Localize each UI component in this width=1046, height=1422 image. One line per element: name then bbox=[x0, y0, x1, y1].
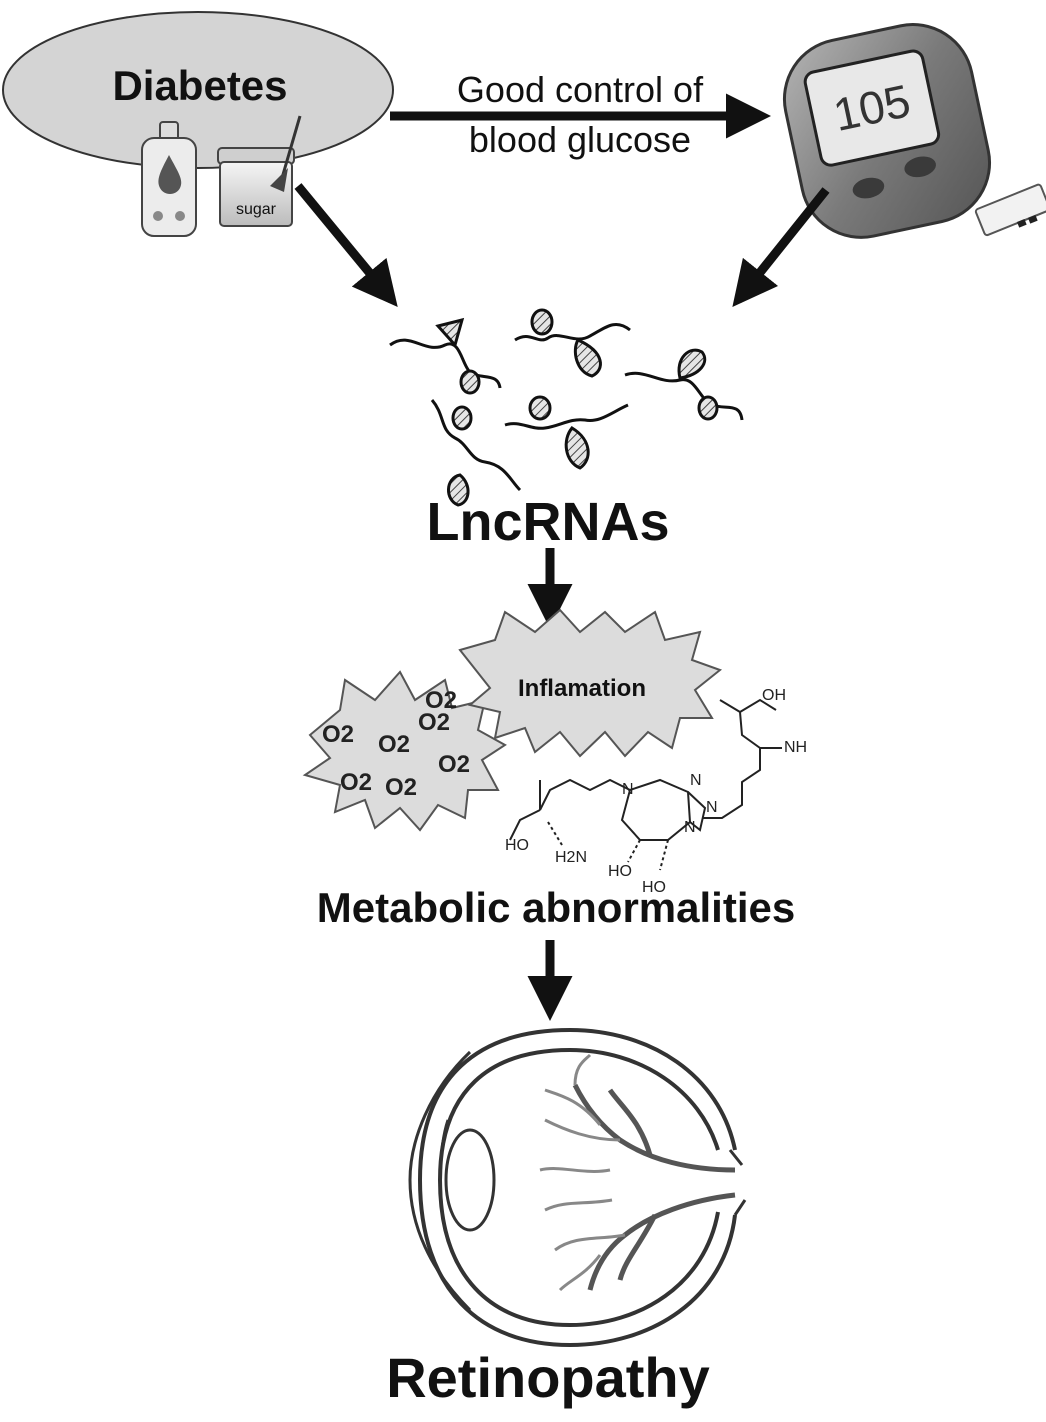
sugar-jar-icon: sugar bbox=[217, 115, 302, 227]
lncrna-molecules-icon bbox=[389, 308, 744, 507]
chem-label-ho1: HO bbox=[505, 837, 529, 854]
chem-label-h2n: H2N bbox=[555, 849, 587, 866]
chem-label-ho3: HO bbox=[642, 879, 666, 896]
chem-label-nh: NH bbox=[784, 739, 807, 756]
superoxide-label-4: O2 bbox=[438, 751, 470, 778]
test-strip bbox=[974, 183, 1046, 237]
superoxide-label-5: O2 bbox=[340, 769, 372, 796]
superoxide-label-7: O2 bbox=[425, 687, 457, 714]
small-glucometer-icon bbox=[141, 121, 197, 237]
inflammation-label: Inflamation bbox=[518, 675, 646, 702]
chem-label-oh: OH bbox=[762, 687, 786, 704]
chemical-structure-icon bbox=[509, 698, 782, 871]
diabetes-label: Diabetes bbox=[112, 62, 287, 109]
chem-label-n2: N bbox=[706, 799, 718, 816]
inflammation-burst: Inflamation bbox=[458, 608, 723, 758]
chem-label-n4: N bbox=[622, 781, 634, 798]
control-label-line2: blood glucose bbox=[469, 119, 691, 160]
superoxide-label-3: O2 bbox=[418, 709, 450, 736]
superoxide-label-2: O2 bbox=[378, 731, 410, 758]
oxidative-stress-burst: O2 O2 O2 O2 O2 O2 O2 bbox=[302, 670, 507, 832]
diabetes-node: Diabetes bbox=[2, 11, 394, 169]
chem-label-ho2: HO bbox=[608, 863, 632, 880]
lncrnas-label: LncRNAs bbox=[426, 492, 669, 552]
superoxide-label-1: O2 bbox=[322, 721, 354, 748]
chem-label-n3: N bbox=[684, 819, 696, 836]
chem-label-n1: N bbox=[690, 772, 702, 789]
retinopathy-label: Retinopathy bbox=[386, 1346, 710, 1409]
arrow-diabetes-to-lncrnas bbox=[294, 183, 398, 307]
control-label-line1: Good control of bbox=[457, 69, 704, 110]
chemical-labels: OH NH N N N N HO H2N HO HO bbox=[505, 687, 807, 896]
control-arrow: Good control of blood glucose bbox=[390, 69, 771, 160]
glucose-meter-icon: 105 bbox=[782, 23, 1046, 239]
metabolic-label: Metabolic abnormalities bbox=[317, 884, 795, 931]
superoxide-label-6: O2 bbox=[385, 774, 417, 801]
arrow-meter-to-lncrnas bbox=[732, 187, 830, 308]
sugar-label: sugar bbox=[236, 201, 277, 218]
eye-icon bbox=[408, 1027, 747, 1348]
